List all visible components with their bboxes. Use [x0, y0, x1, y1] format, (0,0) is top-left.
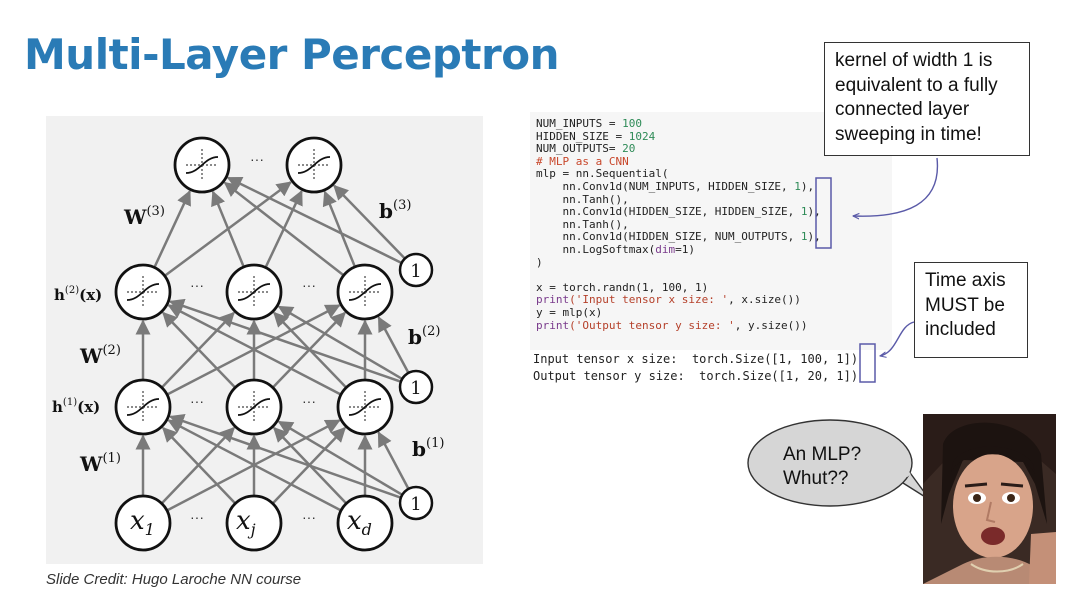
edge-bias1-0 — [168, 414, 402, 499]
mlp-diagram: W(3) W(2) W(1) b(3) b(2) b(1) h(2)(x) h(… — [46, 116, 483, 564]
connection-edges — [135, 176, 410, 512]
reaction-face-image — [923, 414, 1056, 584]
output-neuron-0 — [173, 136, 231, 194]
edge-bias1-1 — [277, 420, 403, 496]
edge-inp-h1-1-0 — [162, 426, 237, 505]
kernel-size-highlight — [815, 177, 832, 249]
input-neuron-2 — [336, 494, 394, 552]
output-line-input: Input tensor x size: torch.Size([1, 100,… — [533, 352, 859, 366]
output-neuron-1 — [285, 136, 343, 194]
hidden2-neuron-1 — [225, 263, 283, 321]
edge-h1-h2-2-0 — [167, 304, 342, 396]
edge-h1-h2-1-0 — [162, 311, 237, 389]
ellipsis-h1-right: ··· — [302, 393, 316, 409]
svg-text:1: 1 — [410, 261, 421, 282]
ellipsis-output: ··· — [250, 151, 264, 167]
edge-bias1-2 — [377, 431, 410, 490]
bias-unit-3: 1 — [398, 252, 434, 288]
ellipsis-input-right: ··· — [302, 509, 316, 525]
kernel-pointer-arrow — [853, 157, 939, 216]
edge-h2-out-2-0 — [223, 181, 345, 277]
ellipsis-input-left: ··· — [190, 509, 204, 525]
svg-text:1: 1 — [410, 378, 421, 399]
edge-bias3-0 — [226, 176, 403, 265]
ellipsis-h2-right: ··· — [302, 277, 316, 293]
callout-kernel-width: kernel of width 1 is equivalent to a ful… — [824, 42, 1030, 156]
svg-text:1: 1 — [410, 494, 421, 515]
hidden2-neuron-2 — [336, 263, 394, 321]
hidden1-neuron-2 — [336, 378, 394, 436]
slide-credit: Slide Credit: Hugo Laroche NN course — [46, 571, 302, 588]
edge-bias2-0 — [168, 298, 402, 383]
bias-unit-1: 1 — [398, 485, 434, 521]
time-axis-highlight — [859, 343, 876, 383]
edge-bias2-1 — [277, 305, 403, 380]
output-line-output: Output tensor y size: torch.Size([1, 20,… — [533, 369, 859, 383]
mlp-diagram-svg: W(3) W(2) W(1) b(3) b(2) b(1) h(2)(x) h(… — [52, 136, 444, 552]
input-neuron-1 — [225, 494, 283, 552]
console-output: Input tensor x size: torch.Size([1, 100,… — [533, 351, 858, 385]
edge-bias2-2 — [377, 316, 410, 374]
code-block: NUM_INPUTS = 100 HIDDEN_SIZE = 1024 NUM_… — [536, 117, 821, 332]
reaction-photo — [923, 414, 1056, 584]
hidden1-neuron-0 — [114, 378, 172, 436]
edge-bias3-1 — [333, 184, 406, 260]
hidden1-neuron-1 — [225, 378, 283, 436]
hidden2-neuron-0 — [114, 263, 172, 321]
edge-h2-out-1-0 — [211, 190, 245, 268]
neurons — [114, 136, 394, 552]
input-neuron-0 — [114, 494, 172, 552]
ellipsis-h1-left: ··· — [190, 393, 204, 409]
edge-inp-h1-2-0 — [167, 419, 342, 512]
slide-title: Multi-Layer Perceptron — [24, 30, 559, 79]
speech-bubble-text: An MLP? Whut?? — [783, 444, 862, 489]
bias-unit-2: 1 — [398, 369, 434, 405]
edge-h2-out-2-1 — [322, 190, 357, 268]
edge-h2-out-0-0 — [153, 189, 191, 269]
time-pointer-arrow — [880, 321, 915, 356]
weight-label-w3: W(3) — [123, 204, 165, 229]
callout-time-axis: Time axis MUST be included — [914, 262, 1028, 358]
ellipsis-h2-left: ··· — [190, 277, 204, 293]
